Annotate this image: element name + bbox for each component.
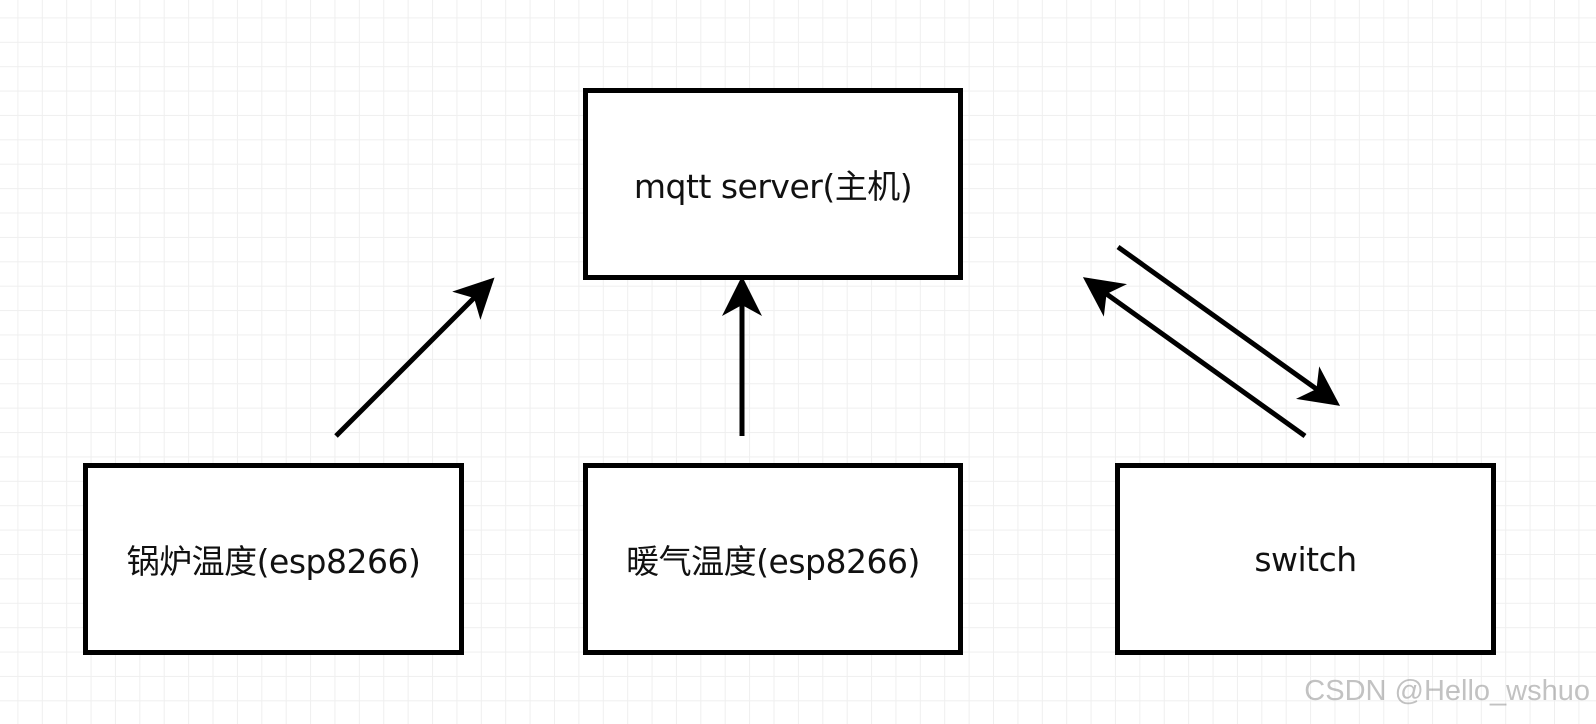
boiler-temperature-label: 锅炉温度(esp8266) <box>126 542 421 581</box>
switch-node: switch <box>1115 463 1496 655</box>
heating-temperature-label: 暖气温度(esp8266) <box>626 542 920 581</box>
switch-label: switch <box>1254 539 1357 579</box>
arrow-server-to-switch <box>1116 244 1341 406</box>
heating-temperature-node: 暖气温度(esp8266) <box>583 463 963 655</box>
boiler-temperature-node: 锅炉温度(esp8266) <box>83 463 464 655</box>
arrow-boiler-to-server <box>334 277 495 438</box>
arrow-switch-to-server <box>1082 277 1307 439</box>
csdn-watermark: CSDN @Hello_wshuo <box>1304 675 1590 707</box>
mqtt-server-node: mqtt server(主机) <box>583 88 963 280</box>
mqtt-server-label: mqtt server(主机) <box>633 167 913 206</box>
